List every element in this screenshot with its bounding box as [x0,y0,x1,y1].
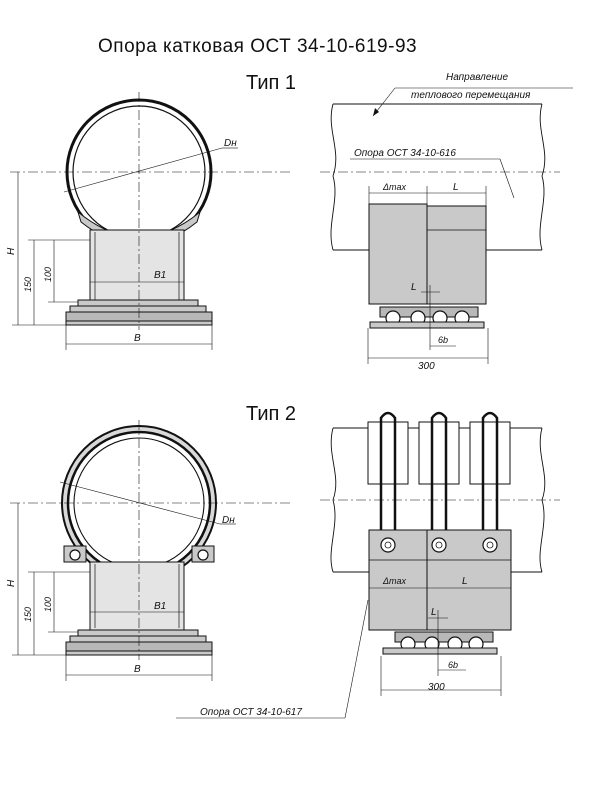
type2-front-view: Dн H 150 100 B1 B [6,420,290,681]
type1-heading: Тип 1 [246,72,296,94]
type1-300-label: 300 [418,361,435,372]
type1-side-view: Направление теплового перемещания Опора … [320,72,573,372]
type1-150-label: 150 [23,277,33,292]
type1-support-ref: Опора ОСТ 34-10-616 [354,148,456,159]
type1-base-plate-top [77,299,199,307]
type2-l-small-label: L [431,607,437,618]
type2-l-label: L [462,576,468,587]
type1-side-block-left [368,203,428,305]
type2-b1-label: B1 [154,601,166,612]
type2-6b-label: 6b [448,660,458,670]
type1-dn-label: Dн [224,138,237,149]
type1-direction-line1: Направление [446,72,508,83]
type1-6b-label: 6b [438,335,448,345]
type2-clamp-straps [367,411,511,540]
type1-rollers [369,306,485,329]
type2-300-label: 300 [428,682,445,693]
type1-b-label: B [134,333,141,344]
type1-direction-line2: теплового перемещания [411,90,531,101]
type1-h-label: H [6,247,17,255]
type2-h-label: H [6,579,17,587]
type2-dn-label: Dн [222,515,235,526]
type2-b-label: B [134,664,141,675]
type2-150-label: 150 [23,607,33,622]
type1-100-label: 100 [43,267,53,282]
type2-side-view: Δmax L L 6b 300 Опора ОСТ 34-10-617 [176,411,560,719]
type1-b1-label: B1 [154,270,166,281]
type2-100-label: 100 [43,597,53,612]
type1-l-label: L [453,182,459,193]
type2-heading: Тип 2 [246,403,296,425]
type1-dn-leader [63,147,223,193]
type2-support-ref: Опора ОСТ 34-10-617 [200,707,302,718]
type1-column [89,229,185,303]
type1-base-plate-mid [69,305,207,313]
type2-column [89,561,185,631]
type1-l-small-label: L [411,282,417,293]
type1-dmax-label: Δmax [382,182,407,192]
drawing-title: Опора катковая ОСТ 34-10-619-93 [98,36,417,57]
type1-side-block-right [426,205,487,305]
type2-side-block-left [368,529,428,631]
type2-rollers [382,631,498,655]
type2-dmax-label: Δmax [382,576,407,586]
type1-front-view: Dн H 150 100 B1 B [6,92,290,350]
